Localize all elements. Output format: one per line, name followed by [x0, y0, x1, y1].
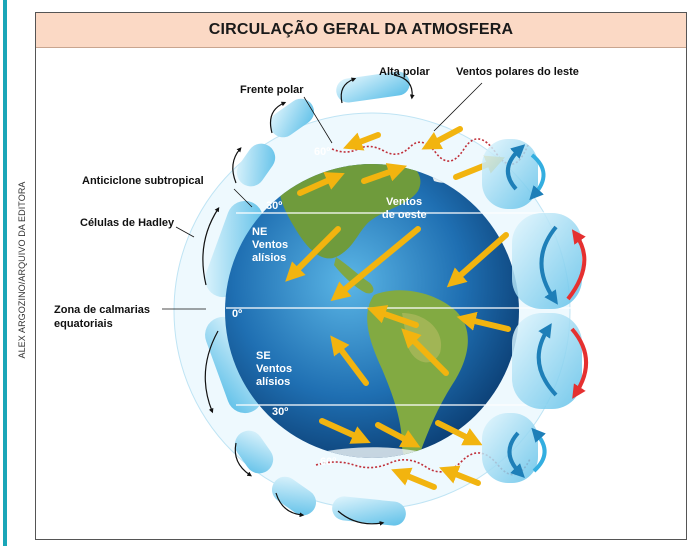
rotation-arrow-red — [570, 327, 589, 399]
leader-lines — [162, 82, 483, 310]
label-hadley: Células de Hadley — [80, 217, 175, 229]
label-lat-60s: 60º — [320, 456, 336, 468]
label-zona-2: equatoriais — [54, 318, 113, 330]
wind-arrow-polar — [343, 132, 381, 151]
rotation-arrow-blue — [539, 225, 558, 305]
label-lat-30n: 30º — [266, 200, 282, 212]
page-title: CIRCULAÇÃO GERAL DA ATMOSFERA — [208, 21, 514, 38]
circ-arrow — [337, 510, 385, 526]
cell-ferrel-top — [269, 98, 315, 138]
cell-right-hadley-n — [512, 213, 582, 309]
rotation-arrow-blue — [529, 153, 546, 201]
cell-polar-south — [332, 496, 406, 526]
cell-ferrel-bottom — [234, 430, 274, 474]
wind-arrow-trade-se — [401, 328, 449, 376]
south-america — [367, 290, 468, 458]
right-circulation-cells — [482, 139, 589, 483]
wind-arrow-polar — [421, 126, 463, 150]
circ-arrow — [269, 101, 287, 134]
rotation-arrow-blue — [531, 427, 547, 473]
rotation-arrow-blue — [507, 431, 525, 478]
label-ne-ventos: Ventos — [252, 239, 288, 251]
leader-hadley — [175, 226, 195, 238]
leader-anticiclone — [233, 188, 253, 208]
central-america — [334, 257, 374, 294]
label-se-alisios: alísios — [256, 376, 290, 388]
wind-arrow-trade-se — [366, 305, 419, 328]
wind-arrow-westerly-s — [319, 418, 371, 444]
wind-arrow-westerly — [297, 172, 345, 196]
rotation-arrow-red — [566, 229, 587, 301]
circ-arrow — [232, 147, 242, 184]
wind-arrow-westerly-s — [435, 420, 483, 446]
label-ventos-polares: Ventos polares do leste — [456, 66, 579, 78]
label-ne-alisios: alísios — [252, 252, 286, 264]
wind-arrows — [285, 126, 511, 490]
polar-front-south — [315, 452, 531, 476]
wind-arrow-polar-s — [391, 467, 437, 490]
circ-arrow — [393, 74, 415, 100]
wind-arrow-trade-se — [330, 335, 369, 386]
circ-arrow — [202, 206, 220, 286]
figure-frame: CIRCULAÇÃO GERAL DA ATMOSFERA — [35, 12, 687, 540]
label-alta-polar: Alta polar — [379, 66, 430, 78]
side-accent-bar — [3, 0, 7, 546]
circulation-diagram: Frente polar Alta polar Ventos polares d… — [54, 66, 676, 526]
label-anticiclone: Anticiclone subtropical — [82, 175, 204, 187]
cell-polar-bottom — [271, 476, 317, 516]
image-credit: ALEX ARGOZINO/ARQUIVO DA EDITORA — [17, 181, 27, 359]
wind-arrow-trade-se — [456, 311, 511, 332]
label-lat-60n: 60º — [314, 146, 330, 158]
left-circulation-cells — [202, 71, 415, 526]
cell-hadley-upper-north — [236, 143, 276, 187]
circ-arrow — [234, 442, 252, 477]
wind-arrow-westerly — [361, 163, 408, 184]
label-lat-0: 0º — [232, 308, 242, 320]
circ-arrow — [340, 77, 357, 104]
label-zona-1: Zona de calmarias — [54, 304, 150, 316]
label-se-ventos: Ventos — [256, 363, 292, 375]
circ-arrow — [204, 330, 219, 414]
title-bar: CIRCULAÇÃO GERAL DA ATMOSFERA — [36, 13, 686, 48]
leader-ventos-polares — [433, 82, 483, 132]
wind-arrow-trade-ne — [330, 226, 421, 302]
rotation-arrow-blue — [506, 144, 526, 191]
circ-arrow — [275, 492, 305, 518]
label-oeste-de-oeste: de oeste — [382, 209, 427, 221]
earth-globe — [225, 126, 676, 490]
cell-right-hadley-s — [512, 313, 582, 409]
label-lat-30s: 30º — [272, 406, 288, 418]
rotation-arrow-blue — [536, 323, 558, 397]
label-frente-polar: Frente polar — [240, 84, 304, 96]
wind-arrow-trade-ne — [446, 232, 509, 288]
cell-hadley-north — [205, 200, 263, 298]
wind-arrow-westerly-s — [375, 422, 421, 448]
wind-arrow-polar-s — [439, 465, 481, 486]
leader-frente-polar — [303, 96, 333, 144]
wind-arrow-trade-ne — [285, 226, 341, 282]
label-ne: NE — [252, 226, 267, 238]
label-se: SE — [256, 350, 271, 362]
label-oeste-ventos: Ventos — [386, 196, 422, 208]
